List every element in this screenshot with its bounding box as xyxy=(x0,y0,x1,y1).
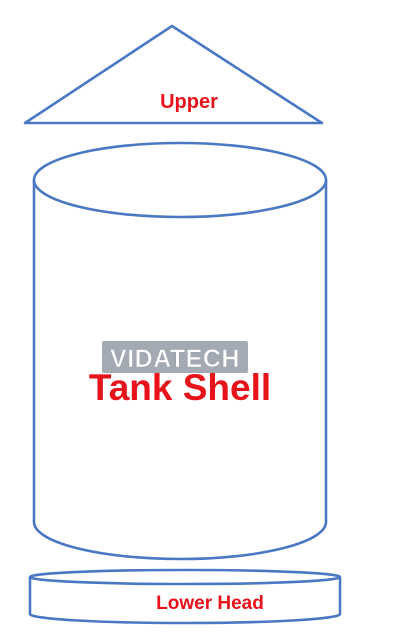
watermark-badge: VIDATECH xyxy=(102,341,248,373)
watermark-text: VIDATECH xyxy=(110,345,240,373)
lower-head-top-ellipse xyxy=(28,568,342,586)
tank-shell-body xyxy=(32,180,328,561)
lower-head-label: Lower Head xyxy=(156,593,264,614)
tank-shell: VIDATECH Tank Shell xyxy=(32,141,328,561)
upper-head-triangle xyxy=(23,24,324,125)
watermark-box xyxy=(102,341,248,373)
tank-shell-top-ellipse xyxy=(32,141,328,219)
upper-head: Upper xyxy=(23,24,324,125)
upper-head-label: Upper xyxy=(160,91,218,113)
lower-head: Lower Head xyxy=(28,568,342,625)
tank-shell-label: Tank Shell xyxy=(89,367,271,408)
lower-head-disc xyxy=(28,577,342,625)
